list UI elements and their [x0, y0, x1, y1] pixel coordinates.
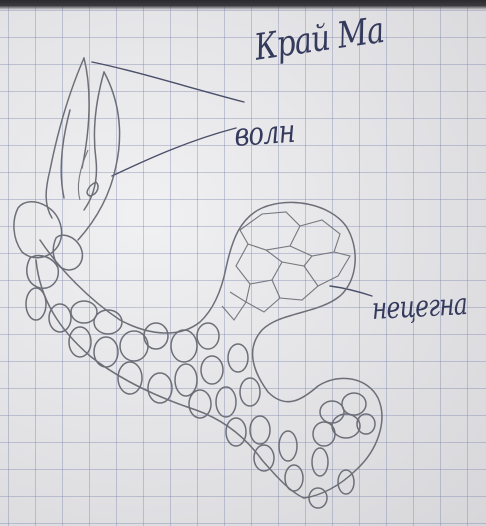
- left-cluster: [14, 202, 82, 289]
- body-outline: [40, 202, 382, 498]
- bottom-right-cluster: [313, 393, 375, 446]
- pointer-line-2: [112, 128, 236, 176]
- label-right: нецегна: [371, 287, 468, 327]
- rounded-cells: [26, 288, 354, 508]
- cell-network: [222, 212, 350, 320]
- label-middle: волн: [233, 112, 296, 154]
- fronds: [46, 58, 119, 240]
- pointer-line-3: [330, 286, 372, 296]
